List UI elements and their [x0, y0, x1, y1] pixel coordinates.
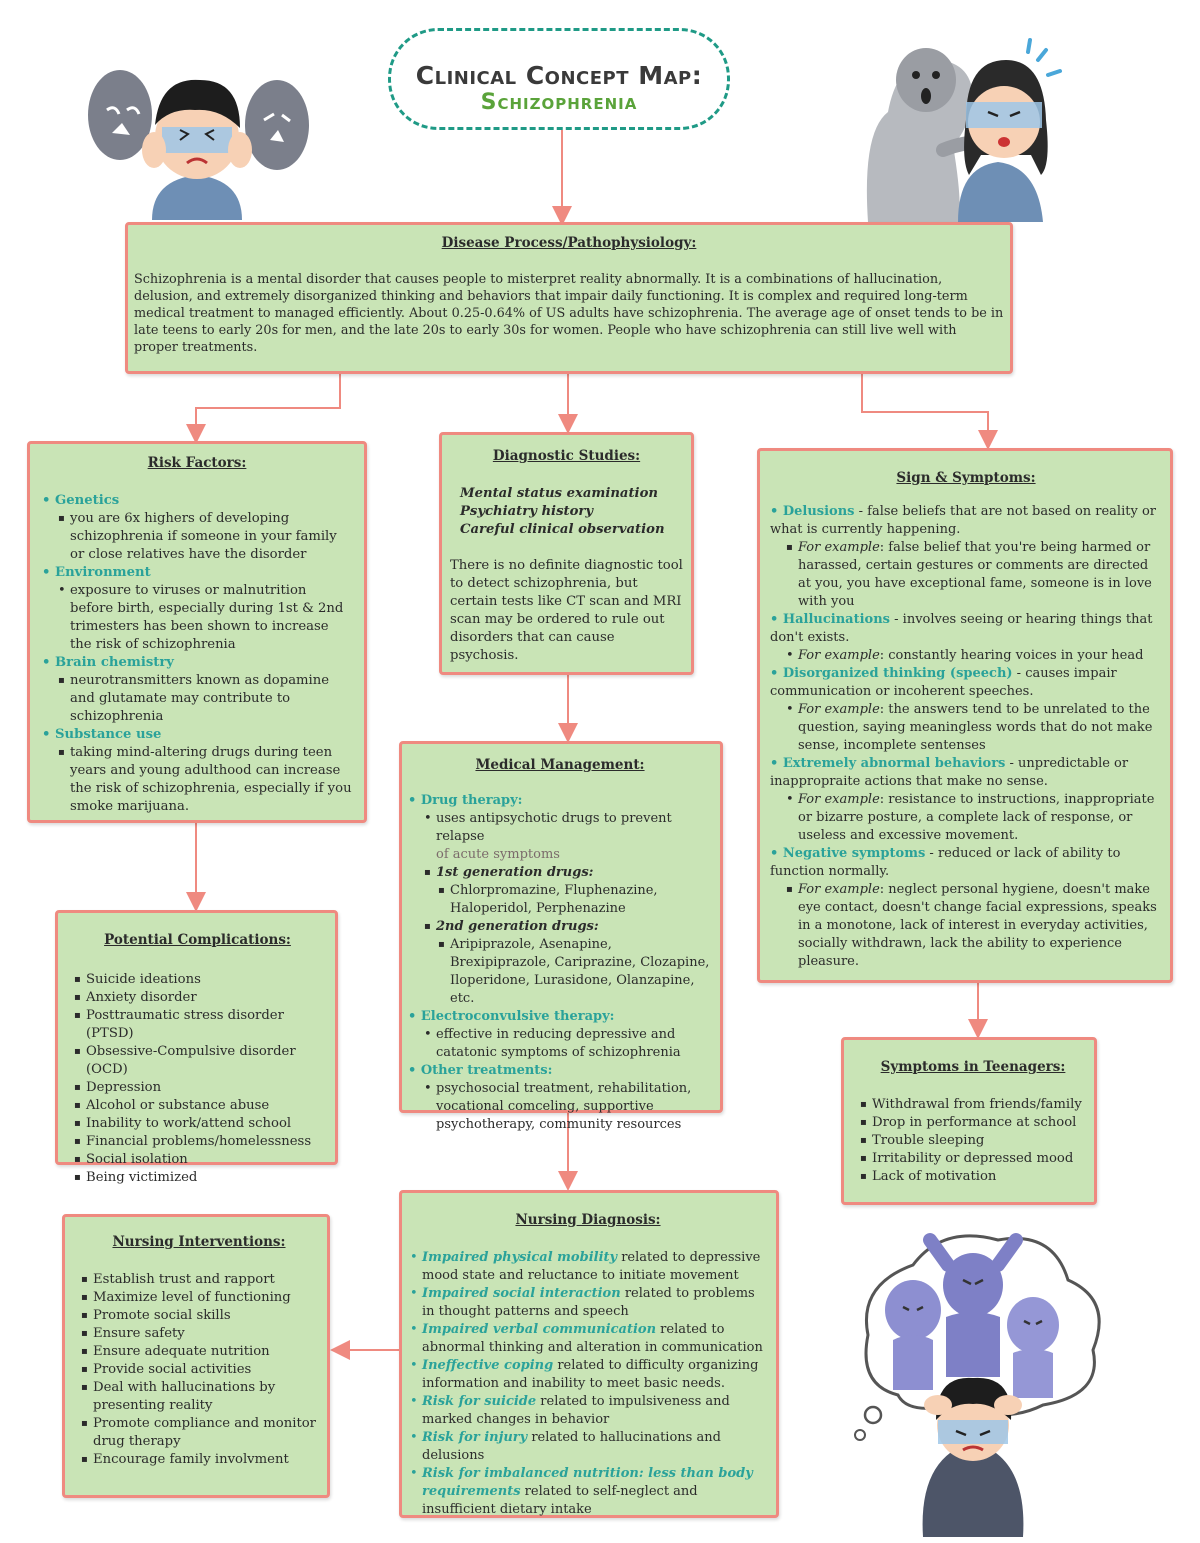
- teen-symptom-item: Trouble sleeping: [860, 1132, 1086, 1150]
- teen-symptom-item: Lack of motivation: [860, 1168, 1086, 1186]
- risk-category: Environment: [42, 564, 352, 582]
- risk-detail: exposure to viruses or malnutrition befo…: [42, 582, 352, 654]
- complication-item: Inability to work/attend school: [74, 1115, 321, 1133]
- symptom-example: For example: resistance to instructions,…: [770, 791, 1162, 845]
- intervention-item: Encourage family involvment: [81, 1451, 317, 1469]
- intervention-item: Provide social activities: [81, 1361, 317, 1379]
- complication-item: Obsessive-Compulsive disorder (OCD): [74, 1043, 321, 1079]
- complication-item: Depression: [74, 1079, 321, 1097]
- signs-heading: Sign & Symptoms:: [896, 470, 1036, 486]
- risk-category: Substance use: [42, 726, 352, 744]
- complication-item: Posttraumatic stress disorder (PTSD): [74, 1007, 321, 1043]
- potential-complications-box: Potential Complications: Suicide ideatio…: [55, 910, 338, 1187]
- complications-heading: Potential Complications:: [104, 932, 291, 948]
- girl-scared-by-ghost-illustration: [866, 38, 1062, 222]
- arrow-disease-to-signs: [861, 372, 998, 450]
- disease-process-text: Schizophrenia is a mental disorder that …: [134, 272, 1004, 355]
- nursing-interventions-box: Nursing Interventions: Establish trust a…: [62, 1214, 330, 1498]
- complication-item: Suicide ideations: [74, 971, 321, 989]
- risk-factors-heading: Risk Factors:: [147, 455, 247, 471]
- nursing-dx-item: •Impaired verbal communication related t…: [410, 1322, 763, 1355]
- disease-process-heading: Disease Process/Pathophysiology:: [441, 235, 697, 251]
- complication-item: Social isolation: [74, 1151, 321, 1169]
- complication-item: Alcohol or substance abuse: [74, 1097, 321, 1115]
- treatment-detail: effective in reducing depressive and cat…: [408, 1026, 712, 1062]
- nursing-dx-item: •Ineffective coping related to difficult…: [410, 1358, 759, 1391]
- nursing-dx-item: •Impaired physical mobility related to d…: [410, 1250, 761, 1283]
- intervention-item: Promote compliance and monitor drug ther…: [81, 1415, 317, 1451]
- title-box: Clinical Concept Map: Schizophrenia: [388, 28, 730, 130]
- nursing-dx-item: •Risk for injury related to hallucinatio…: [410, 1430, 721, 1463]
- drug-generation: 2nd generation drugs:: [408, 918, 712, 936]
- distressed-person-thought-cloud-illustration: [854, 1233, 1101, 1537]
- risk-detail: you are 6x highers of developing schizop…: [42, 510, 352, 564]
- risk-category: Brain chemistry: [42, 654, 352, 672]
- treatment-category: Drug therapy:: [408, 792, 712, 810]
- intervention-item: Promote social skills: [81, 1307, 317, 1325]
- symptom-item: Disorganized thinking (speech) - causes …: [770, 665, 1162, 701]
- risk-detail: taking mind-altering drugs during teen y…: [42, 744, 352, 816]
- nursing-dx-item: •Risk for suicide related to impulsivene…: [410, 1394, 730, 1427]
- diagnostic-item: Mental status examination: [460, 486, 658, 501]
- risk-factors-box: Risk Factors: Genetics you are 6x higher…: [27, 441, 367, 823]
- diagnostic-item: Careful clinical observation: [460, 522, 665, 537]
- nursing-dx-heading: Nursing Diagnosis:: [515, 1212, 661, 1228]
- teen-symptom-item: Withdrawal from friends/family: [860, 1096, 1086, 1114]
- disease-process-box: Disease Process/Pathophysiology: Schizop…: [125, 222, 1013, 374]
- medical-management-box: Medical Management: Drug therapy: uses a…: [399, 741, 723, 1132]
- page-title: Clinical Concept Map:: [415, 61, 703, 90]
- complication-item: Being victimized: [74, 1169, 321, 1187]
- treatment-detail: uses antipsychotic drugs to prevent rela…: [408, 810, 712, 864]
- diagnostic-heading: Diagnostic Studies:: [492, 448, 641, 464]
- symptom-item: Hallucinations - involves seeing or hear…: [770, 611, 1162, 647]
- signs-symptoms-box: Sign & Symptoms: Delusions - false belie…: [757, 448, 1173, 983]
- drug-list: Aripiprazole, Asenapine, Brexipiprazole,…: [408, 936, 712, 1008]
- risk-detail: neurotransmitters known as dopamine and …: [42, 672, 352, 726]
- symptom-example: For example: the answers tend to be unre…: [770, 701, 1162, 755]
- interventions-heading: Nursing Interventions:: [112, 1234, 286, 1250]
- intervention-item: Deal with hallucinations by presenting r…: [81, 1379, 317, 1415]
- arrow-disease-to-risk: [186, 372, 341, 444]
- nursing-diagnosis-box: Nursing Diagnosis: •Impaired physical mo…: [399, 1190, 779, 1518]
- symptom-example: For example: false belief that you're be…: [770, 539, 1162, 611]
- diagnostic-text: There is no definite diagnostic tool to …: [450, 558, 683, 663]
- complication-item: Financial problems/homelessness: [74, 1133, 321, 1151]
- teen-symptom-item: Irritability or depressed mood: [860, 1150, 1086, 1168]
- drug-generation: 1st generation drugs:: [408, 864, 712, 882]
- intervention-item: Maximize level of functioning: [81, 1289, 317, 1307]
- symptom-item: Extremely abnormal behaviors - unpredict…: [770, 755, 1162, 791]
- risk-category: Genetics: [42, 492, 352, 510]
- nursing-dx-item: •Impaired social interaction related to …: [410, 1286, 755, 1319]
- treatment-detail: psychosocial treatment, rehabilitation, …: [408, 1080, 712, 1134]
- symptom-item: Negative symptoms - reduced or lack of a…: [770, 845, 1162, 881]
- medical-heading: Medical Management:: [475, 757, 645, 773]
- treatment-category: Other treatments:: [408, 1062, 712, 1080]
- page-subtitle: Schizophrenia: [480, 90, 638, 115]
- worried-boy-ghosts-illustration: [88, 70, 309, 220]
- nursing-dx-item: •Risk for imbalanced nutrition: less tha…: [410, 1466, 753, 1517]
- diagnostic-studies-box: Diagnostic Studies: Mental status examin…: [439, 432, 694, 675]
- diagnostic-item: Psychiatry history: [460, 504, 593, 519]
- drug-list: Chlorpromazine, Fluphenazine, Haloperido…: [408, 882, 712, 918]
- intervention-item: Ensure safety: [81, 1325, 317, 1343]
- symptom-example: For example: constantly hearing voices i…: [770, 647, 1162, 665]
- teen-heading: Symptoms in Teenagers:: [880, 1059, 1066, 1075]
- complication-item: Anxiety disorder: [74, 989, 321, 1007]
- intervention-item: Establish trust and rapport: [81, 1271, 317, 1289]
- teen-symptoms-box: Symptoms in Teenagers: Withdrawal from f…: [841, 1037, 1097, 1205]
- treatment-category: Electroconvulsive therapy:: [408, 1008, 712, 1026]
- teen-symptom-item: Drop in performance at school: [860, 1114, 1086, 1132]
- symptom-item: Delusions - false beliefs that are not b…: [770, 503, 1162, 539]
- symptom-example: For example: neglect personal hygiene, d…: [770, 881, 1162, 971]
- intervention-item: Ensure adequate nutrition: [81, 1343, 317, 1361]
